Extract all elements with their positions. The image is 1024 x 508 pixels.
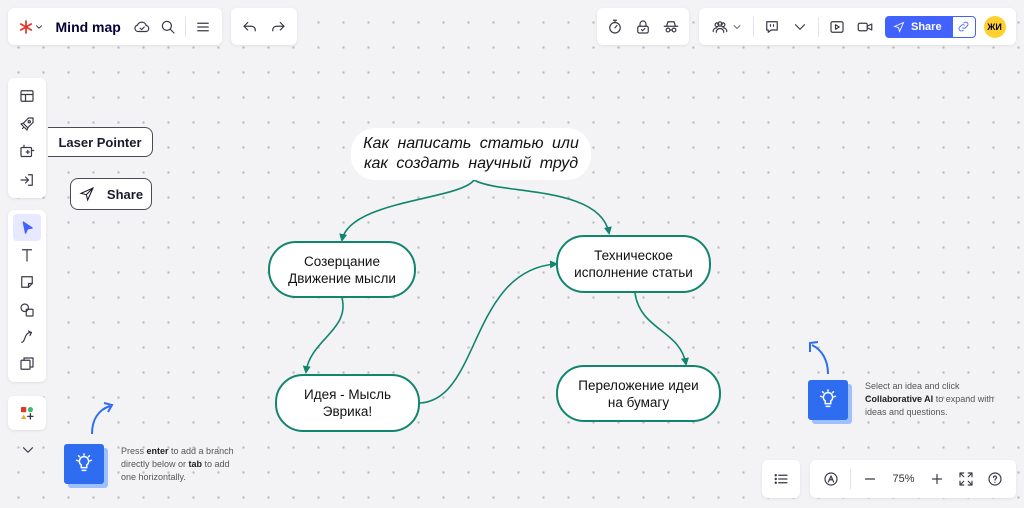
- laser-pointer-tooltip[interactable]: Laser Pointer: [48, 127, 153, 157]
- share-pill-button[interactable]: Share: [70, 178, 152, 210]
- node-contemplation[interactable]: Созерцание Движение мысли: [268, 241, 416, 298]
- divider: [849, 469, 851, 489]
- zoom-in-icon[interactable]: [923, 465, 951, 493]
- incognito-icon[interactable]: [657, 13, 685, 41]
- send-icon: [893, 21, 905, 33]
- copy-link-button[interactable]: [951, 15, 976, 38]
- left-toolbar-top: [8, 78, 46, 198]
- text-icon[interactable]: [13, 241, 41, 268]
- hint-text: to add a branch directly below or: [121, 446, 234, 469]
- select-icon[interactable]: [13, 214, 41, 242]
- share-button-label: Share: [911, 20, 942, 33]
- list-icon[interactable]: [767, 465, 795, 493]
- session-tools: [597, 8, 689, 45]
- node-line: исполнение статьи: [574, 265, 693, 280]
- avatar[interactable]: ЖИ: [983, 15, 1006, 38]
- node-idea[interactable]: Идея - Мысль Эврика!: [275, 374, 420, 432]
- timer-icon[interactable]: [601, 13, 629, 41]
- root-node[interactable]: Как написать статью или как создать науч…: [351, 128, 591, 180]
- hint-arrow-left: [91, 402, 114, 435]
- share-pill-label: Share: [106, 186, 144, 202]
- present-icon[interactable]: [823, 13, 851, 41]
- node-line: Техническое: [594, 248, 673, 263]
- search-icon[interactable]: [155, 13, 181, 41]
- board-title[interactable]: Mind map: [55, 18, 121, 35]
- rocket-icon[interactable]: [13, 110, 41, 138]
- hint-key: tab: [188, 459, 203, 469]
- link-icon: [958, 21, 969, 32]
- import-icon[interactable]: [13, 166, 41, 194]
- left-toolbar-creation: [8, 210, 46, 382]
- hint-text-right: Select an idea and click Collaborative A…: [865, 380, 995, 419]
- pen-frame-icon[interactable]: [13, 351, 41, 378]
- hint-key: enter: [146, 446, 169, 456]
- navigation-icon[interactable]: [817, 465, 845, 493]
- menu-icon[interactable]: [190, 13, 216, 41]
- laser-pointer-label: Laser Pointer: [58, 134, 142, 150]
- frame-icon[interactable]: [13, 138, 41, 166]
- redo-icon[interactable]: [264, 13, 292, 41]
- sticky-note-icon[interactable]: [13, 269, 41, 296]
- collaboration-panel: Share ЖИ: [699, 8, 1016, 45]
- hint-text: to add one horizontally.: [121, 459, 230, 482]
- lightbulb-icon: [64, 444, 104, 484]
- hint-text-left: Press enter to add a branch directly bel…: [121, 445, 241, 484]
- node-line: на бумагу: [607, 394, 670, 410]
- divider: [818, 16, 819, 37]
- comment-icon[interactable]: [758, 13, 786, 41]
- zoom-level[interactable]: 75%: [892, 473, 915, 485]
- divider: [753, 16, 754, 37]
- apps-icon[interactable]: [13, 399, 41, 427]
- hint-key: Collaborative AI: [865, 394, 934, 404]
- video-icon[interactable]: [851, 13, 879, 41]
- connector-idea-technical: [419, 260, 558, 404]
- node-line: Переложение идеи: [578, 377, 699, 393]
- root-node-line1: Как написать статью или: [363, 135, 579, 152]
- connector-contemplation-idea: [302, 297, 344, 374]
- history-panel: [231, 8, 297, 45]
- node-technical[interactable]: Техническое исполнение статьи: [556, 235, 711, 293]
- fit-screen-icon[interactable]: [952, 465, 980, 493]
- node-transfer[interactable]: Переложение идеи на бумагу: [556, 365, 721, 422]
- share-button[interactable]: Share: [885, 15, 952, 38]
- shapes-icon[interactable]: [13, 296, 41, 323]
- people-icon[interactable]: [705, 13, 749, 41]
- apps-panel: [8, 396, 46, 430]
- node-line: Созерцание: [304, 253, 380, 269]
- connector-root-technical: [473, 179, 612, 235]
- hint-text: Select an idea and click: [865, 381, 960, 391]
- outline-panel: [762, 460, 800, 498]
- help-icon[interactable]: [981, 465, 1009, 493]
- node-line: Эврика!: [322, 404, 373, 419]
- node-line: Идея - Мысль: [303, 387, 391, 402]
- templates-icon[interactable]: [13, 82, 41, 110]
- hint-text: Press: [121, 446, 147, 456]
- hint-text: to expand with ideas and questions.: [865, 394, 994, 417]
- undo-icon[interactable]: [236, 13, 264, 41]
- connector-technical-transfer: [634, 292, 689, 366]
- cloud-icon[interactable]: [129, 13, 155, 41]
- connector-icon[interactable]: [13, 323, 41, 350]
- divider: [184, 16, 186, 37]
- lightbulb-icon: [808, 380, 848, 420]
- zoom-out-icon[interactable]: [856, 465, 884, 493]
- connector-root-contemplation: [339, 179, 475, 242]
- logo-icon[interactable]: [14, 13, 48, 41]
- chevron-down-icon[interactable]: [14, 436, 42, 464]
- zoom-panel: 75%: [810, 460, 1016, 498]
- send-icon: [79, 186, 94, 202]
- node-line: Движение мысли: [288, 270, 396, 286]
- chevron-down-icon[interactable]: [786, 13, 814, 41]
- lock-icon[interactable]: [629, 13, 657, 41]
- hint-arrow-right: [809, 341, 829, 375]
- board-header: Mind map: [8, 8, 222, 45]
- root-node-line2: как создать научный труд: [363, 155, 579, 172]
